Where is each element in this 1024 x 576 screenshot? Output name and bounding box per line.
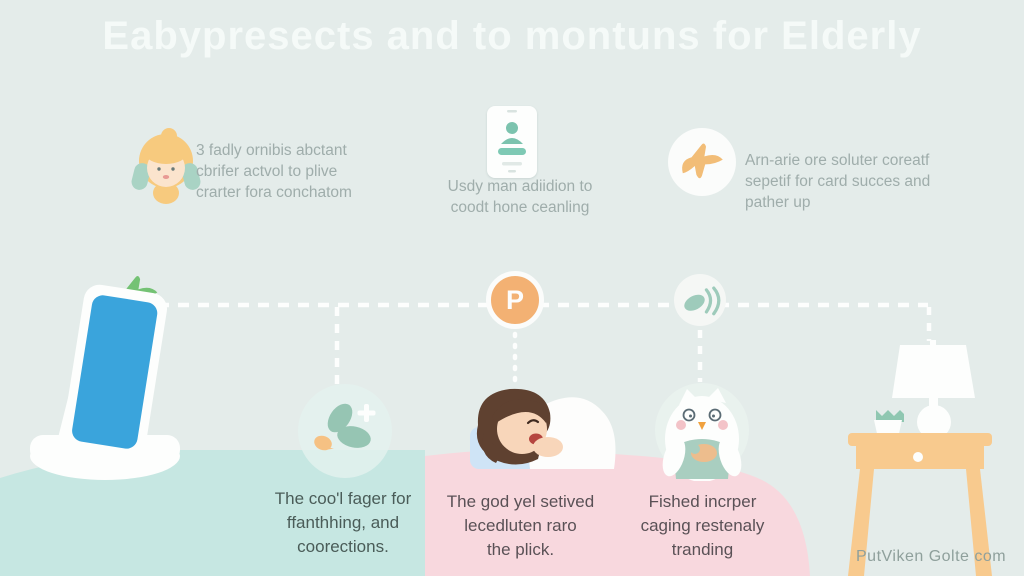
p-letter: P: [505, 284, 524, 315]
bottom-color-bands: [0, 449, 810, 576]
lamp-base: [917, 405, 951, 439]
sleeping-person: [470, 388, 616, 469]
leaves-plus-icon: [314, 403, 376, 451]
feature-text-3: Arn-arie ore soluter coreatf sepetif for…: [745, 150, 950, 213]
lamp-neck: [929, 398, 938, 412]
teal-band: [0, 450, 425, 576]
right-wing: [718, 437, 742, 477]
left-leg: [848, 469, 874, 576]
caption-3-line-2: caging restenaly: [640, 516, 765, 535]
leaf-signal-graphic: [684, 286, 721, 316]
left-eye: [682, 408, 696, 422]
beak: [698, 422, 706, 430]
feature-text-1: 3 fadly ornibis abctant cbrifer actvol t…: [196, 140, 376, 203]
right-pupil: [712, 414, 715, 418]
phone-screen-graphics: [498, 110, 526, 173]
left-cheek: [676, 420, 686, 430]
phone-app-icon: [487, 106, 537, 178]
table-top: [848, 433, 992, 446]
hair-fringe: [492, 399, 548, 423]
leaves-plus-badge: [298, 384, 392, 478]
caption-2-line-1: The god yel setived: [446, 492, 595, 511]
left-wing: [662, 437, 686, 477]
caption-2: The god yel setived lecedluten raro the …: [428, 490, 613, 562]
caption-2-line-2: lecedluten raro: [464, 516, 577, 535]
drawer-knob: [913, 452, 923, 462]
side-table-with-lamp-and-plant: [848, 340, 992, 576]
feature-3-line-1: Arn-arie ore soluter coreatf: [745, 152, 930, 169]
elderly-face-icon: [131, 128, 201, 204]
caption-1-line-1: The coo'l fager for: [274, 489, 412, 508]
closed-eye: [526, 419, 540, 425]
right-eye: [708, 408, 722, 422]
orange-bird-icon: [682, 143, 723, 179]
feature-3-line-2: sepetif for card succes and: [745, 173, 931, 190]
right-leg: [966, 469, 992, 576]
feature-3-line-3: pather up: [745, 194, 811, 211]
page-title: Eabypresects and to montuns for Elderly: [102, 14, 922, 58]
feature-1-line-3: crarter fora conchatom: [196, 184, 352, 201]
parking-p-icon: P: [486, 271, 544, 329]
caption-1-line-2: ffanthhing, and: [286, 513, 400, 532]
left-pupil: [689, 414, 692, 418]
caption-1-line-3: coorections.: [297, 537, 389, 556]
owl-cat-character: [662, 388, 742, 481]
lamp-stem-top: [930, 340, 936, 348]
hair-strand: [482, 433, 504, 463]
watermark: PutViken Golte com: [856, 548, 1007, 565]
caption-2-line-3: the plick.: [486, 540, 555, 559]
plant-leaves: [876, 410, 904, 422]
caption-3: Fished incrper caging restenaly tranding: [610, 490, 795, 562]
caption-3-line-1: Fished incrper: [648, 492, 757, 511]
feature-text-2: Usdy man adiidion to coodt hone ceanling: [425, 176, 615, 218]
leaf-signal-icon: [674, 274, 726, 326]
feature-1-line-1: 3 fadly ornibis abctant: [196, 142, 347, 159]
feature-1-line-2: cbrifer actvol to plive: [196, 163, 338, 180]
monitor-stand: [30, 284, 180, 480]
caption-3-line-3: tranding: [671, 540, 734, 559]
blue-screen: [72, 295, 158, 449]
paw: [690, 444, 700, 454]
orange-bird-badge: [668, 128, 736, 196]
right-cheek: [718, 420, 728, 430]
caption-1: The coo'l fager for ffanthhing, and coor…: [248, 487, 438, 559]
hand: [533, 437, 563, 457]
feature-2-line-2: coodt hone ceanling: [450, 199, 590, 216]
pink-blob: [425, 449, 810, 576]
feature-2-line-1: Usdy man adiidion to: [447, 178, 593, 195]
lamp-shade: [892, 345, 975, 398]
